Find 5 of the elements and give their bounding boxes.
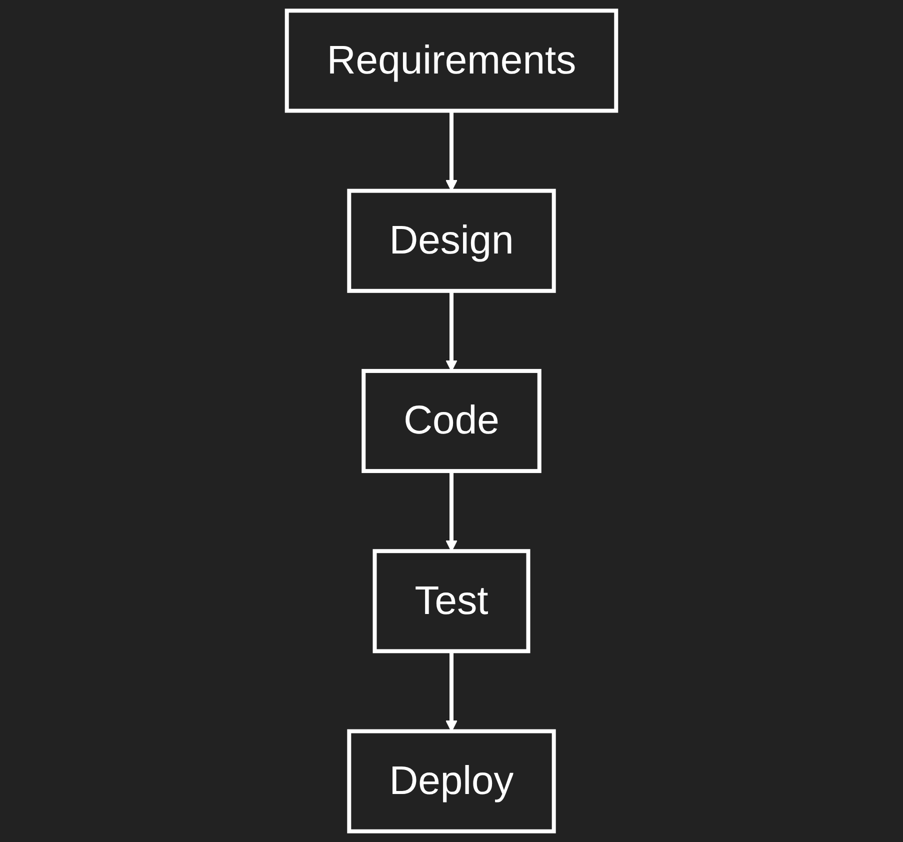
node-box: Deploy [347,729,556,834]
node-box: Test [372,549,530,654]
node-box: Requirements [284,8,618,113]
node-box: Design [347,188,556,293]
node-box: Code [362,368,542,474]
